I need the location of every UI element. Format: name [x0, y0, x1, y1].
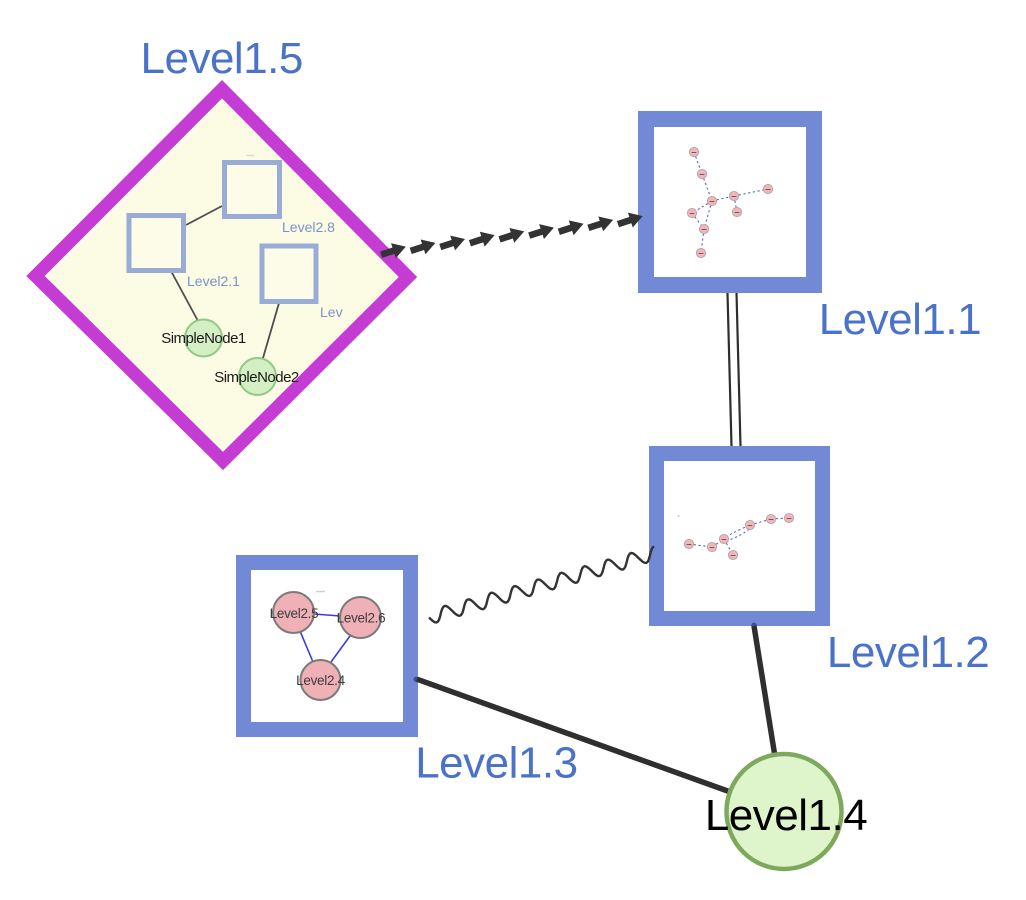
svg-text:Level1.4: Level1.4	[705, 791, 867, 840]
svg-text:Level1.2: Level1.2	[827, 628, 989, 677]
svg-text:Lev: Lev	[320, 304, 343, 320]
svg-text:Level1.5: Level1.5	[141, 34, 303, 83]
svg-text:Level1.1: Level1.1	[819, 295, 981, 344]
svg-text:Level1.3: Level1.3	[415, 738, 577, 787]
svg-text:Level2.6: Level2.6	[337, 611, 386, 626]
svg-text:Level2.1: Level2.1	[187, 273, 240, 289]
svg-text:Level2.8: Level2.8	[282, 219, 335, 235]
svg-text:SimpleNode1: SimpleNode1	[161, 330, 246, 347]
svg-text:Level2.5: Level2.5	[270, 606, 319, 621]
svg-text:SimpleNode2: SimpleNode2	[214, 369, 299, 386]
svg-text:Level2.4: Level2.4	[296, 673, 345, 688]
